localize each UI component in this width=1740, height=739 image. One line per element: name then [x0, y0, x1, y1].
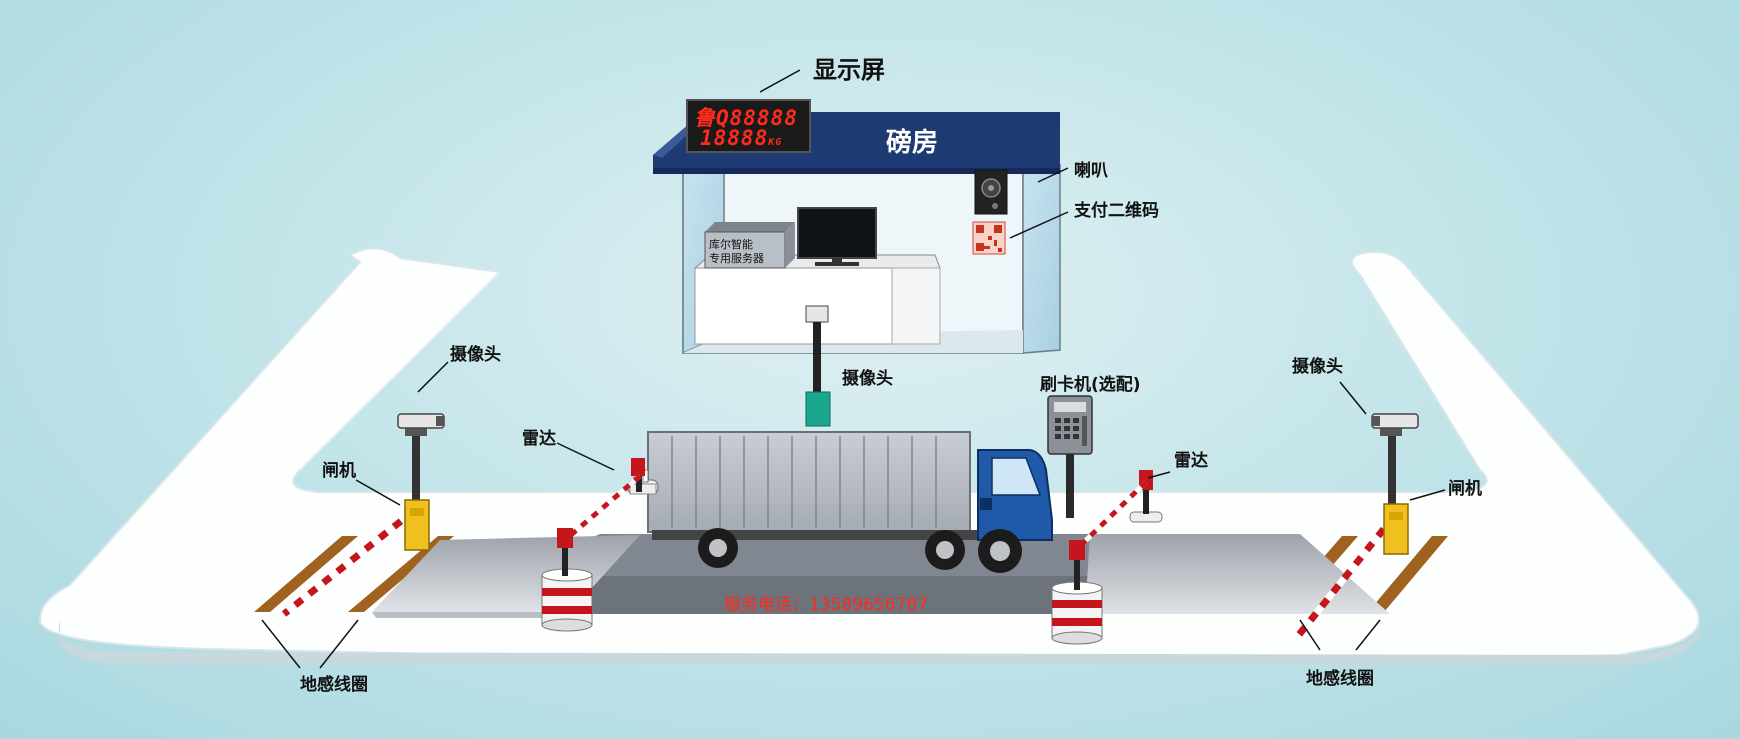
- label-loop-left: 地感线圈: [300, 675, 368, 695]
- truck: [647, 431, 1053, 573]
- left-radar-back: [563, 458, 659, 542]
- left-barrier-gate: [281, 499, 430, 617]
- card-reader: [1047, 395, 1093, 518]
- label-speaker: 喇叭: [1074, 161, 1108, 181]
- led-line-weight: 18888KG: [700, 126, 782, 150]
- leader-lines: [261, 69, 1446, 669]
- label-gate-right: 闸机: [1448, 479, 1482, 499]
- label-camera-left: 摄像头: [450, 345, 501, 365]
- label-card-reader: 刷卡机(选配): [1040, 375, 1141, 395]
- server-label-line1: 库尔智能: [709, 238, 753, 251]
- label-camera-center: 摄像头: [842, 369, 893, 389]
- right-camera-pole: [1371, 413, 1419, 510]
- label-camera-right: 摄像头: [1292, 357, 1343, 377]
- left-camera-pole: [397, 413, 445, 500]
- weigh-house: [653, 99, 1061, 427]
- label-payment-qr: 支付二维码: [1074, 201, 1159, 221]
- server-label: 库尔智能 专用服务器: [709, 238, 764, 266]
- led-line-plate: 鲁Q88888: [694, 106, 798, 130]
- right-radar-front: [1051, 540, 1103, 645]
- label-gate-left: 闸机: [322, 461, 356, 481]
- service-phone: 服务电话：13589656787: [724, 595, 928, 615]
- led-weight-unit: KG: [768, 137, 783, 148]
- server-label-line2: 专用服务器: [709, 252, 764, 265]
- label-radar-left: 雷达: [522, 429, 556, 449]
- label-display-screen: 显示屏: [813, 56, 885, 84]
- left-radar-front: [541, 528, 593, 632]
- label-loop-right: 地感线圈: [1306, 669, 1374, 689]
- right-radar-back: [1076, 470, 1163, 550]
- label-radar-right: 雷达: [1174, 451, 1208, 471]
- right-barrier-gate: [1295, 503, 1409, 639]
- label-weigh-house: 磅房: [886, 128, 939, 158]
- led-weight-value: 18888: [700, 126, 769, 150]
